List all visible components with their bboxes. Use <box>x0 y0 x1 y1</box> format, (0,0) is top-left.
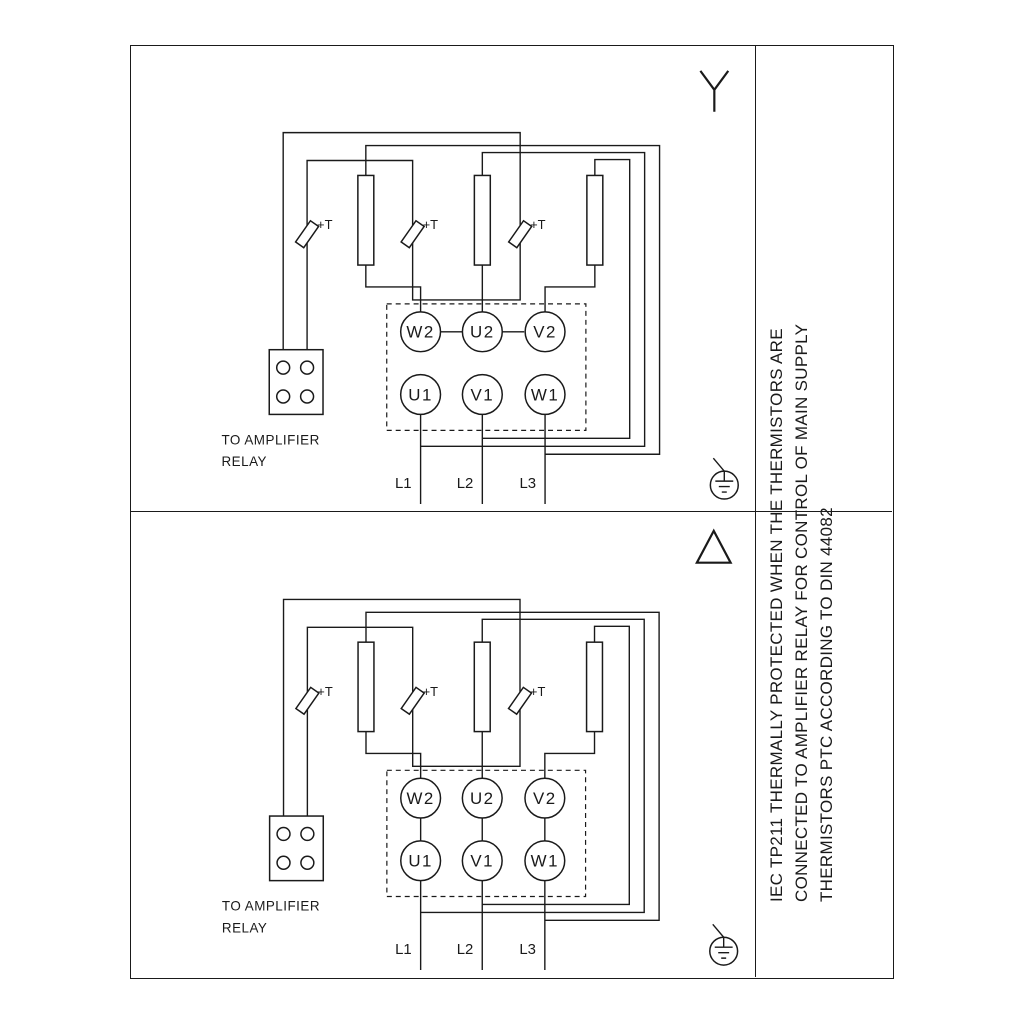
terminal-label: W1 <box>531 385 559 404</box>
motor-winding-icon <box>473 641 491 733</box>
terminal-v1: V1 <box>461 840 503 882</box>
thermistor-label: +T <box>317 217 333 232</box>
terminal-label: U2 <box>470 789 495 808</box>
motor-winding-icon <box>357 641 375 733</box>
terminal-w2: W2 <box>400 777 442 819</box>
terminal-v1: V1 <box>461 373 503 416</box>
wiring-panel-delta: +T +T +T W2 U2 V2 U1 V1 <box>222 528 739 971</box>
thermistor-icon: +T <box>294 684 333 716</box>
terminal-w1: W1 <box>524 840 566 882</box>
terminal-u1: U1 <box>400 840 442 882</box>
terminal-label: V2 <box>533 323 557 342</box>
amplifier-relay-connector <box>268 815 325 882</box>
thermistor-icon: +T <box>400 217 439 249</box>
relay-caption-line2: RELAY <box>221 454 267 469</box>
thermistor-icon: +T <box>507 684 546 716</box>
motor-winding-icon <box>473 174 492 266</box>
terminal-label: V1 <box>470 385 494 404</box>
earth-ground-icon <box>709 923 739 966</box>
terminal-v2: V2 <box>524 311 566 353</box>
supply-label-l1: L1 <box>395 942 412 958</box>
supply-label-l2: L2 <box>457 942 474 958</box>
sidebar-note-line-3: THERMISTORS PTC ACCORDING TO DIN 44082 <box>817 507 836 902</box>
supply-label-l2: L2 <box>457 475 474 492</box>
terminal-w2: W2 <box>399 311 442 353</box>
thermistor-icon: +T <box>294 217 333 249</box>
terminal-u2: U2 <box>461 777 503 819</box>
terminal-label: U2 <box>470 323 495 342</box>
terminal-board <box>386 769 587 898</box>
terminal-label: V2 <box>533 789 557 808</box>
relay-caption-line1: TO AMPLIFIER <box>221 432 319 447</box>
terminal-label: W2 <box>406 789 434 808</box>
supply-label-l3: L3 <box>519 475 536 492</box>
delta-jumpers <box>419 818 546 841</box>
sidebar-note-line-2: CONNECTED TO AMPLIFIER RELAY FOR CONTROL… <box>792 323 811 902</box>
terminal-label: U1 <box>408 852 433 871</box>
earth-ground-icon <box>709 457 739 500</box>
terminal-board <box>386 303 587 431</box>
star-connection-icon <box>699 70 730 112</box>
terminal-label: V1 <box>470 852 494 871</box>
terminal-label: W2 <box>406 323 434 342</box>
terminal-u2: U2 <box>461 311 503 353</box>
thermistor-label: +T <box>317 684 333 699</box>
thermistor-icon: +T <box>400 684 439 716</box>
thermistor-label: +T <box>530 217 546 232</box>
relay-caption-line1: TO AMPLIFIER <box>222 898 320 913</box>
motor-winding-icon <box>585 641 604 733</box>
sidebar-note-line-1: IEC TP211 THERMALLY PROTECTED WHEN THE T… <box>767 328 786 902</box>
motor-winding-icon <box>357 174 375 266</box>
panel-divider <box>130 511 892 512</box>
thermistor-label: +T <box>423 217 439 232</box>
supply-label-l3: L3 <box>519 942 536 958</box>
delta-connection-icon <box>695 528 733 564</box>
terminal-label: W1 <box>531 852 559 871</box>
thermistor-label: +T <box>423 684 439 699</box>
motor-winding-icon <box>586 174 604 266</box>
diagram-border <box>130 45 894 979</box>
terminal-u1: U1 <box>399 373 442 416</box>
relay-caption-line2: RELAY <box>222 920 267 935</box>
terminal-v2: V2 <box>524 777 566 819</box>
thermistor-label: +T <box>530 684 546 699</box>
amplifier-relay-connector <box>268 348 324 416</box>
supply-label-l1: L1 <box>395 475 412 492</box>
wiring-panel-star: +T +T +T W2 U2 V2 U1 V1 <box>221 70 739 505</box>
sidebar-divider <box>755 45 756 977</box>
terminal-w1: W1 <box>524 373 566 416</box>
thermistor-icon: +T <box>507 217 546 249</box>
terminal-label: U1 <box>408 385 433 404</box>
